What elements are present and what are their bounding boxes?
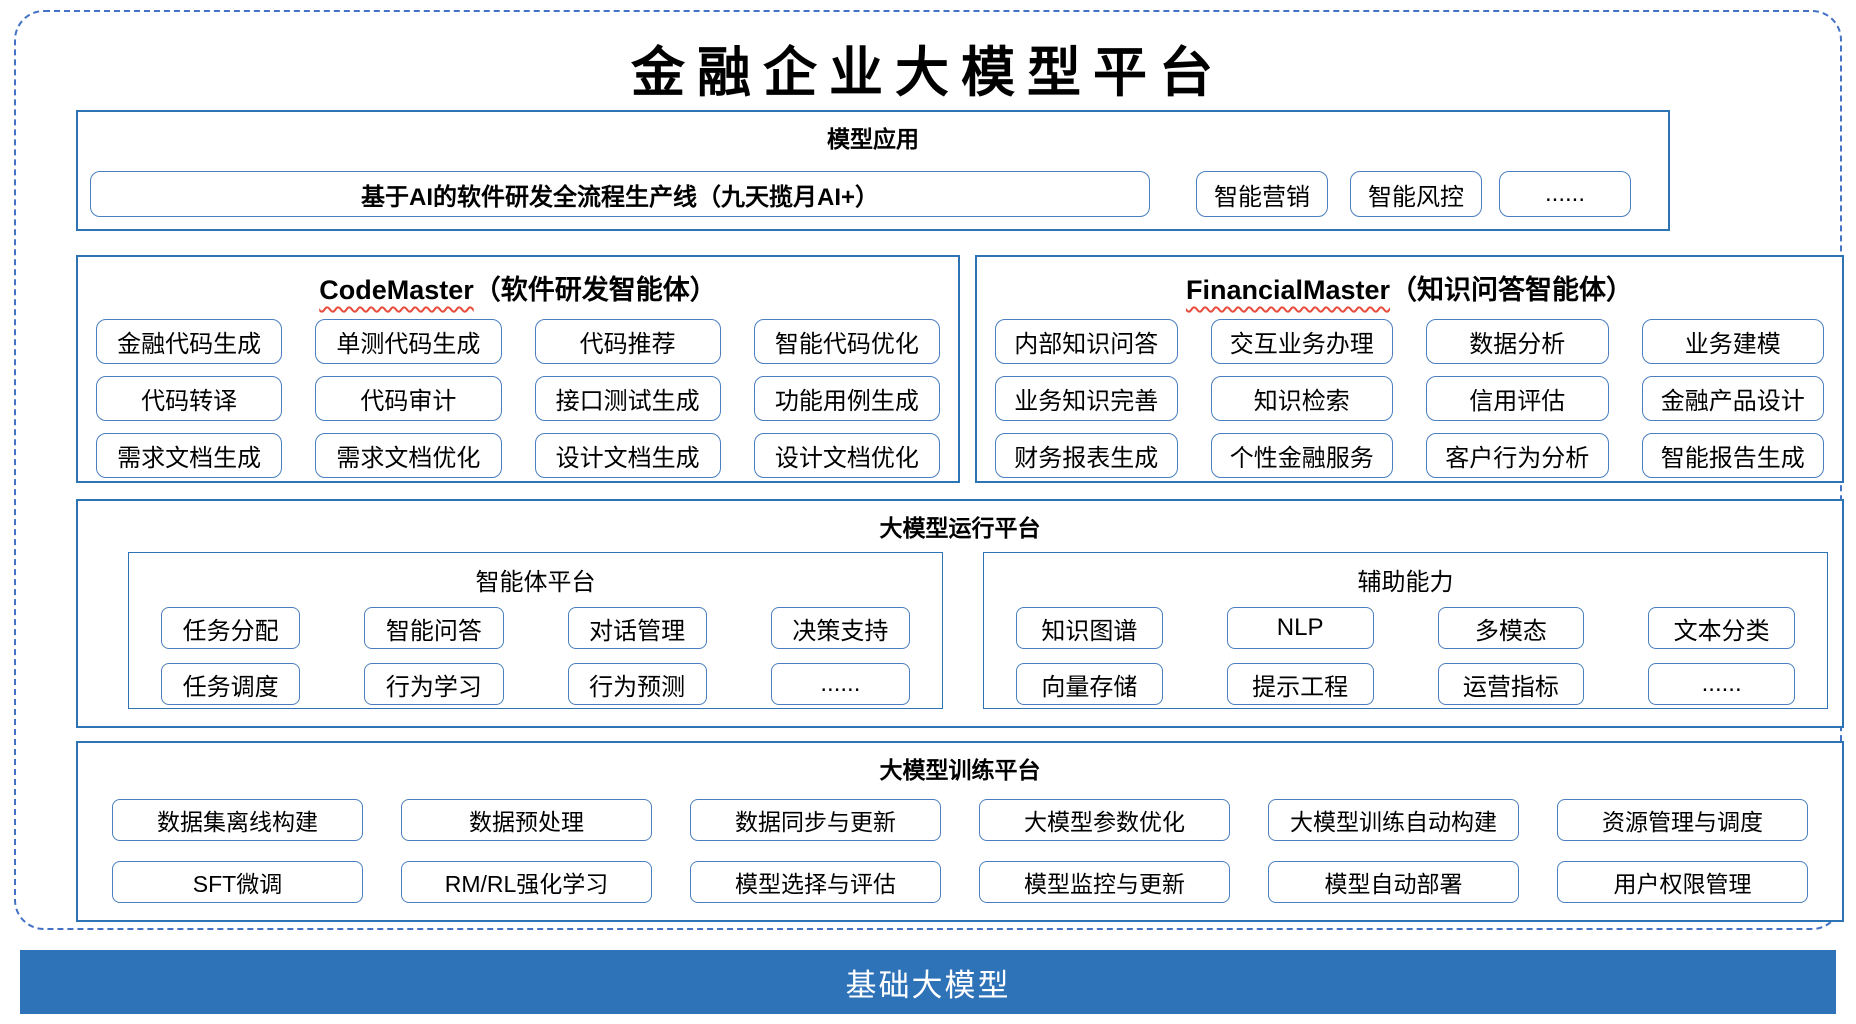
financialmaster-item: 业务建模 (1641, 319, 1824, 364)
financialmaster-title-cn: （知识问答智能体） (1390, 275, 1634, 305)
agent-platform-item: ...... (770, 663, 910, 705)
training-item: 数据同步与更新 (690, 799, 941, 841)
aux-capability-item: 提示工程 (1226, 663, 1374, 705)
codemaster-item: 需求文档优化 (315, 433, 502, 478)
codemaster-item: 设计文档生成 (534, 433, 721, 478)
aux-capability-title: 辅助能力 (1357, 569, 1454, 596)
training-item: 模型自动部署 (1268, 861, 1519, 903)
section-model-applications: 模型应用 基于AI的软件研发全流程生产线（九天揽月AI+） 智能营销 智能风控 … (76, 110, 1670, 231)
section-training-platform: 大模型训练平台 数据集离线构建 数据预处理 数据同步与更新 大模型参数优化 大模… (76, 741, 1844, 922)
ai-pipeline-box: 基于AI的软件研发全流程生产线（九天揽月AI+） (90, 171, 1150, 217)
aux-capability-item: 知识图谱 (1016, 607, 1163, 649)
training-platform-header: 大模型训练平台 (879, 757, 1041, 783)
aux-capability-item: NLP (1226, 607, 1374, 649)
agent-platform-item: 智能问答 (364, 607, 504, 649)
codemaster-item: 智能代码优化 (753, 319, 940, 364)
page-title: 金融企业大模型平台 (631, 43, 1225, 103)
aux-capability-item: 文本分类 (1648, 607, 1795, 649)
training-item: 大模型训练自动构建 (1268, 799, 1519, 841)
financialmaster-item: 个性金融服务 (1210, 433, 1393, 478)
training-item: RM/RL强化学习 (401, 861, 652, 903)
agent-platform-item: 任务调度 (161, 663, 301, 705)
aux-capability-item: 向量存储 (1016, 663, 1163, 705)
financialmaster-item: 财务报表生成 (995, 433, 1178, 478)
aux-capability-item: ...... (1648, 663, 1795, 705)
training-item: 用户权限管理 (1557, 861, 1808, 903)
aux-capability-box: 辅助能力 知识图谱 NLP 多模态 文本分类 向量存储 提示工程 运营指标 ..… (983, 552, 1828, 709)
section-codemaster: CodeMaster（软件研发智能体） 金融代码生成 单测代码生成 代码推荐 智… (76, 255, 960, 483)
training-item: 大模型参数优化 (979, 799, 1230, 841)
codemaster-item: 代码推荐 (534, 319, 721, 364)
codemaster-item: 接口测试生成 (534, 376, 721, 421)
codemaster-title: CodeMaster（软件研发智能体） (78, 257, 958, 307)
runtime-platform-header: 大模型运行平台 (879, 515, 1041, 541)
agent-platform-title: 智能体平台 (475, 569, 596, 596)
aux-capability-item: 运营指标 (1437, 663, 1585, 705)
training-item: 资源管理与调度 (1557, 799, 1808, 841)
more-applications-box: ...... (1499, 171, 1631, 217)
codemaster-item: 单测代码生成 (315, 319, 502, 364)
financialmaster-item: 智能报告生成 (1641, 433, 1824, 478)
codemaster-item: 设计文档优化 (753, 433, 940, 478)
training-item: 模型监控与更新 (979, 861, 1230, 903)
model-applications-header: 模型应用 (827, 126, 919, 152)
financialmaster-title: FinancialMaster（知识问答智能体） (977, 257, 1842, 307)
training-item: 数据集离线构建 (112, 799, 363, 841)
training-item: 模型选择与评估 (690, 861, 941, 903)
agent-platform-item: 决策支持 (770, 607, 910, 649)
codemaster-item: 代码审计 (315, 376, 502, 421)
financialmaster-grid: 内部知识问答 交互业务办理 数据分析 业务建模 业务知识完善 知识检索 信用评估… (977, 307, 1842, 478)
smart-marketing-box: 智能营销 (1196, 171, 1328, 217)
financialmaster-item: 信用评估 (1426, 376, 1609, 421)
base-model-bar: 基础大模型 (20, 950, 1836, 1014)
codemaster-title-cn: （软件研发智能体） (473, 275, 717, 305)
training-item: 数据预处理 (401, 799, 652, 841)
agent-platform-item: 任务分配 (161, 607, 301, 649)
codemaster-item: 金融代码生成 (96, 319, 283, 364)
outer-dashed-frame: 金融企业大模型平台 模型应用 基于AI的软件研发全流程生产线（九天揽月AI+） … (14, 10, 1844, 930)
financialmaster-item: 客户行为分析 (1426, 433, 1609, 478)
smart-risk-control-box: 智能风控 (1350, 171, 1482, 217)
section-financialmaster: FinancialMaster（知识问答智能体） 内部知识问答 交互业务办理 数… (975, 255, 1844, 483)
section-runtime-platform: 大模型运行平台 智能体平台 任务分配 智能问答 对话管理 决策支持 任务调度 行… (76, 499, 1844, 728)
codemaster-item: 代码转译 (96, 376, 283, 421)
agent-platform-item: 行为预测 (567, 663, 707, 705)
aux-capability-item: 多模态 (1437, 607, 1585, 649)
agent-platform-item: 对话管理 (567, 607, 707, 649)
training-platform-grid: 数据集离线构建 数据预处理 数据同步与更新 大模型参数优化 大模型训练自动构建 … (78, 785, 1842, 903)
agent-platform-box: 智能体平台 任务分配 智能问答 对话管理 决策支持 任务调度 行为学习 行为预测… (128, 552, 943, 709)
codemaster-item: 需求文档生成 (96, 433, 283, 478)
aux-capability-grid: 知识图谱 NLP 多模态 文本分类 向量存储 提示工程 运营指标 ...... (984, 597, 1827, 705)
model-applications-row: 基于AI的软件研发全流程生产线（九天揽月AI+） 智能营销 智能风控 .....… (90, 171, 1668, 217)
codemaster-item: 功能用例生成 (753, 376, 940, 421)
training-item: SFT微调 (112, 861, 363, 903)
financialmaster-item: 内部知识问答 (995, 319, 1178, 364)
financialmaster-item: 交互业务办理 (1210, 319, 1393, 364)
financialmaster-item: 数据分析 (1426, 319, 1609, 364)
agent-platform-item: 行为学习 (364, 663, 504, 705)
codemaster-title-en: CodeMaster (319, 275, 474, 305)
financialmaster-item: 业务知识完善 (995, 376, 1178, 421)
codemaster-grid: 金融代码生成 单测代码生成 代码推荐 智能代码优化 代码转译 代码审计 接口测试… (78, 307, 958, 478)
base-model-label: 基础大模型 (845, 967, 1011, 1003)
financialmaster-item: 知识检索 (1210, 376, 1393, 421)
financialmaster-title-en: FinancialMaster (1185, 275, 1391, 305)
agent-platform-grid: 任务分配 智能问答 对话管理 决策支持 任务调度 行为学习 行为预测 .....… (129, 597, 942, 705)
financialmaster-item: 金融产品设计 (1641, 376, 1824, 421)
